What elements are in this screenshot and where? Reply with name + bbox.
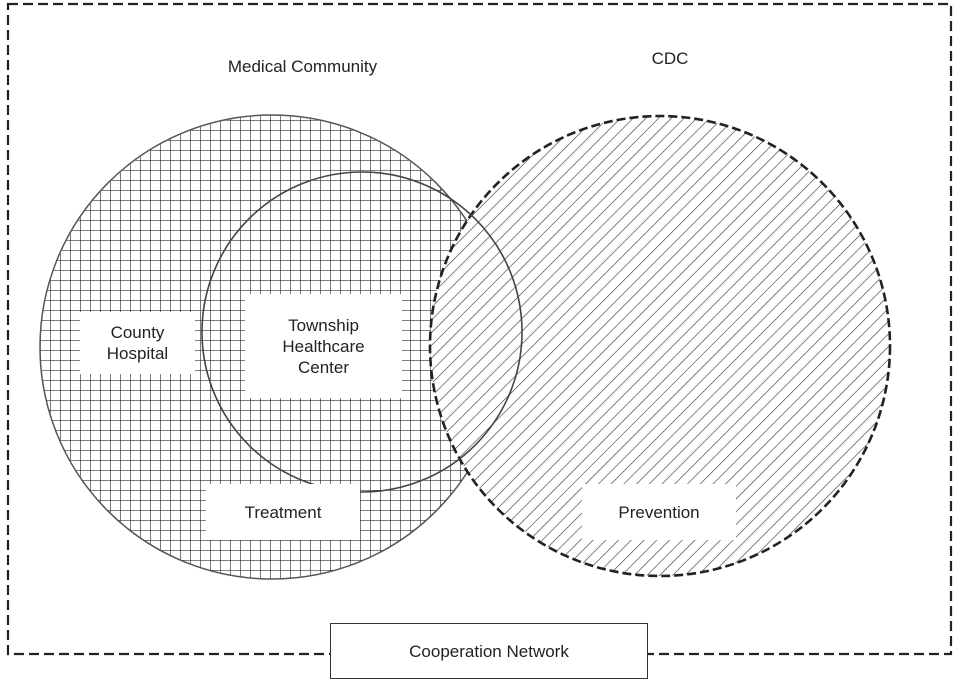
township-healthcare-box: Township Healthcare Center (245, 294, 402, 398)
county-hospital-label-line1: County (110, 323, 165, 342)
cdc-label: CDC (651, 49, 689, 68)
township-label-line3: Center (297, 357, 350, 377)
county-hospital-label-line2: Hospital (106, 344, 169, 363)
county-hospital-box: County Hospital (80, 312, 195, 374)
township-circle (201, 171, 523, 493)
medical-community-label: Medical Community (227, 57, 378, 76)
township-label-line2: Healthcare (282, 336, 365, 356)
prevention-box: Prevention (582, 484, 736, 540)
township-label-line1: Township (288, 315, 359, 335)
cdc-circle (428, 114, 892, 578)
cooperation-network-box: Cooperation Network (330, 623, 648, 679)
treatment-box: Treatment (206, 484, 360, 540)
